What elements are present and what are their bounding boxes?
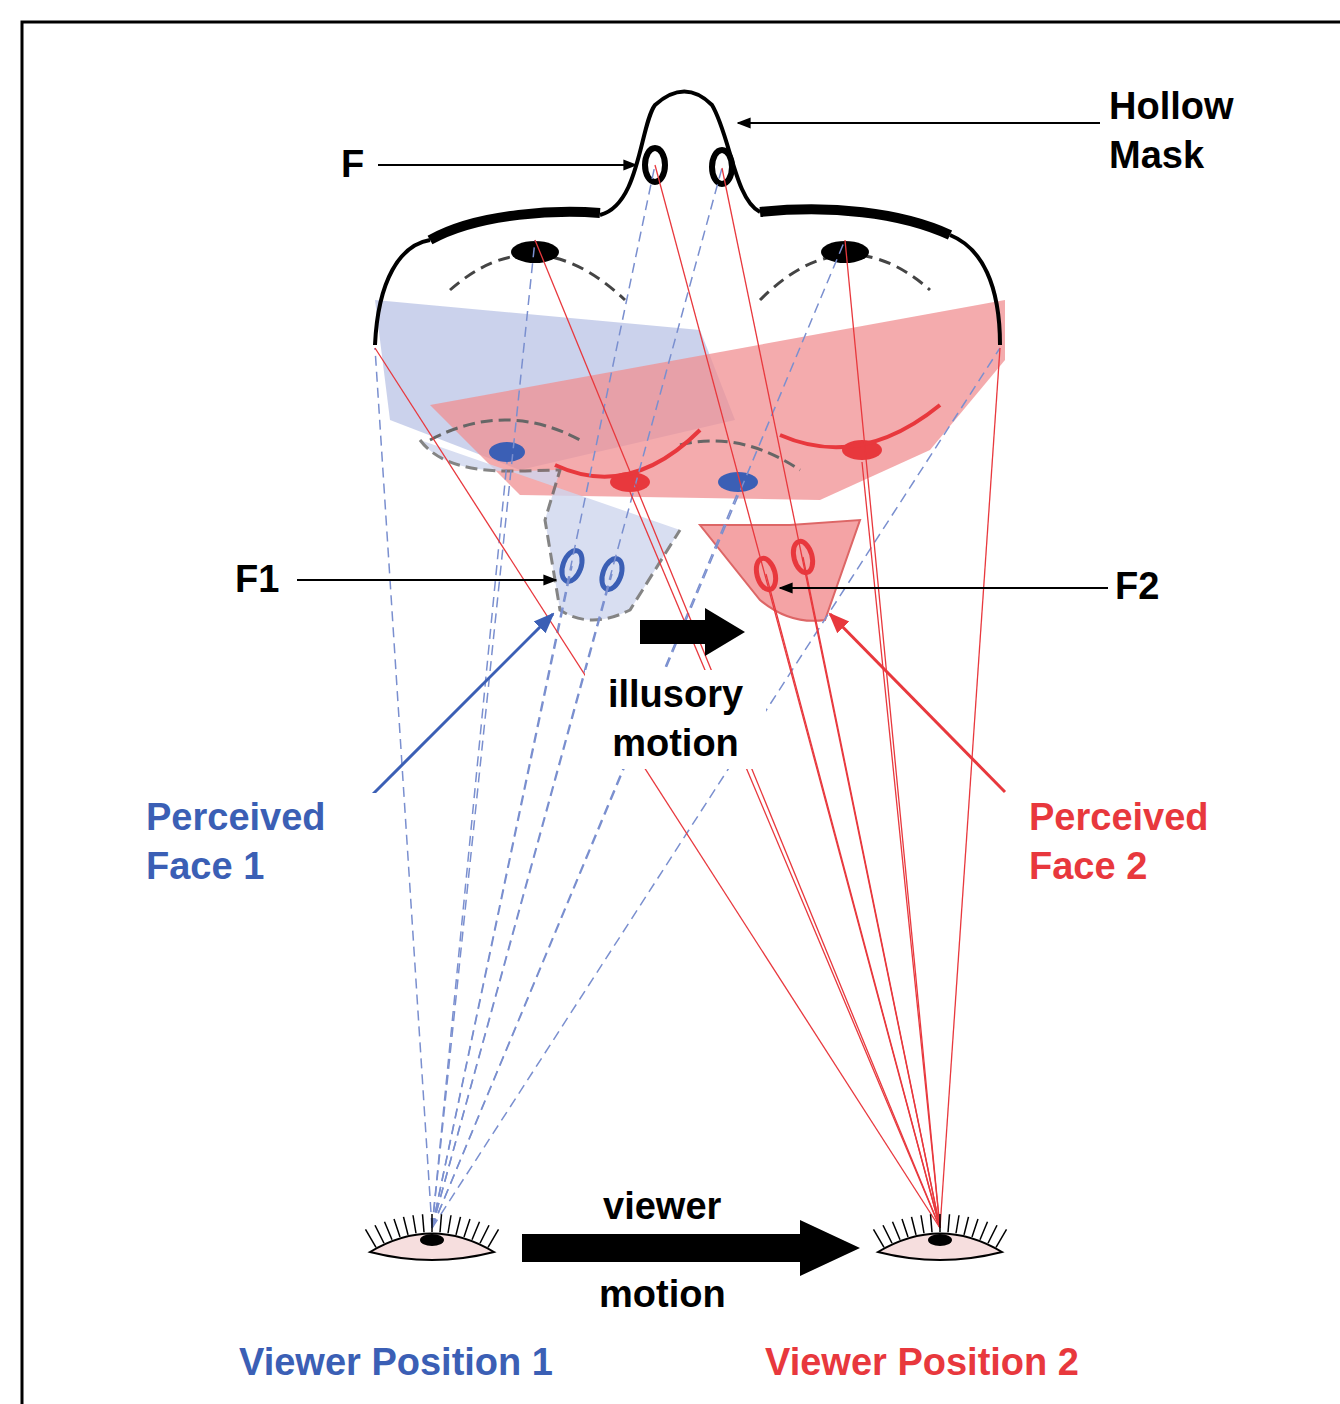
- red-ray: [862, 462, 940, 1228]
- red-ray: [630, 492, 940, 1228]
- frame: [22, 22, 1340, 1404]
- label: F: [338, 140, 367, 189]
- label: Perceived Face 1: [143, 793, 389, 892]
- label: viewer: [600, 1182, 724, 1231]
- red-ray: [940, 348, 1000, 1228]
- label: Perceived Face 2: [1026, 793, 1272, 892]
- red-ray: [375, 348, 940, 1228]
- hollow-mask: [375, 92, 1000, 346]
- eye-icon: [366, 1214, 499, 1260]
- blue-ray: [375, 348, 432, 1228]
- label: illusory motion: [585, 670, 766, 769]
- label: Viewer Position 2: [762, 1338, 1082, 1387]
- red-ray: [766, 574, 940, 1228]
- blue-ray: [432, 240, 845, 1228]
- label: F1: [232, 555, 282, 604]
- perceived-face-1: [420, 440, 680, 620]
- perceived-face-2: [700, 520, 860, 621]
- eye-icon: [874, 1214, 1007, 1260]
- blue-ray: [432, 240, 535, 1228]
- red-ray: [845, 240, 940, 1228]
- label: motion: [596, 1270, 729, 1319]
- blue-ray: [432, 492, 738, 1228]
- blue-ray: [432, 348, 1000, 1228]
- label: Hollow Mask: [1106, 82, 1282, 181]
- illusory-motion-arrow: [640, 608, 745, 656]
- label: Viewer Position 1: [236, 1338, 556, 1387]
- label: F2: [1112, 562, 1162, 611]
- red-ray: [535, 240, 940, 1228]
- blue-ray: [432, 462, 507, 1228]
